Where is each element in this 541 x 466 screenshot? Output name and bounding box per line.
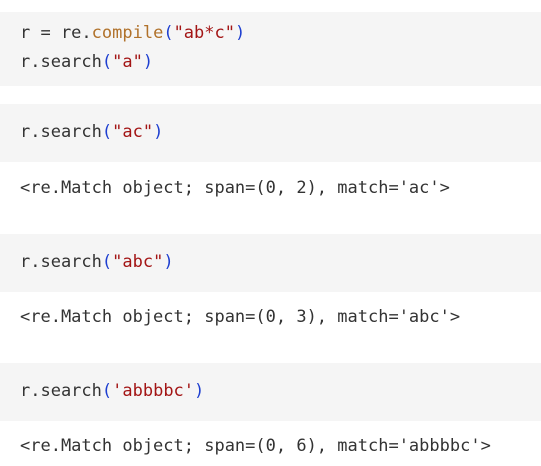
function-name: compile [91,23,164,43]
string-literal: 'abbbbc' [112,381,195,401]
open-paren: ( [101,52,113,72]
code-text: r.search [20,52,102,72]
string-literal: "ab*c" [173,23,235,43]
code-block-search-abc: r.search("abc") [0,234,541,292]
code-line: r.search("a") [20,48,541,77]
code-line: r.search('abbbbc') [20,377,541,406]
code-text: r.search [20,252,102,272]
code-block-search-ac: r.search("ac") [0,104,541,162]
close-paren: ) [163,252,174,272]
output-text: <re.Match object; span=(0, 3), match='ab… [20,307,461,327]
string-literal: "a" [112,52,143,72]
open-paren: ( [101,381,113,401]
open-paren: ( [101,252,113,272]
close-paren: ) [194,381,205,401]
code-text: r.search [20,122,102,142]
output-text: <re.Match object; span=(0, 6), match='ab… [20,436,491,456]
string-literal: "abc" [112,252,164,272]
output-text: <re.Match object; span=(0, 2), match='ac… [20,178,450,198]
open-paren: ( [101,122,113,142]
code-line: r = re.compile("ab*c") [20,19,541,48]
code-line: r.search("abc") [20,248,541,277]
code-text: r.search [20,381,102,401]
open-paren: ( [163,23,174,43]
code-line: r.search("ac") [20,118,541,147]
string-literal: "ac" [112,122,154,142]
code-text: r = re. [20,23,92,43]
close-paren: ) [153,122,164,142]
code-block-compile: r = re.compile("ab*c") r.search("a") [0,12,541,86]
code-block-search-abbbbc: r.search('abbbbc') [0,363,541,421]
close-paren: ) [142,52,154,72]
close-paren: ) [234,23,246,43]
